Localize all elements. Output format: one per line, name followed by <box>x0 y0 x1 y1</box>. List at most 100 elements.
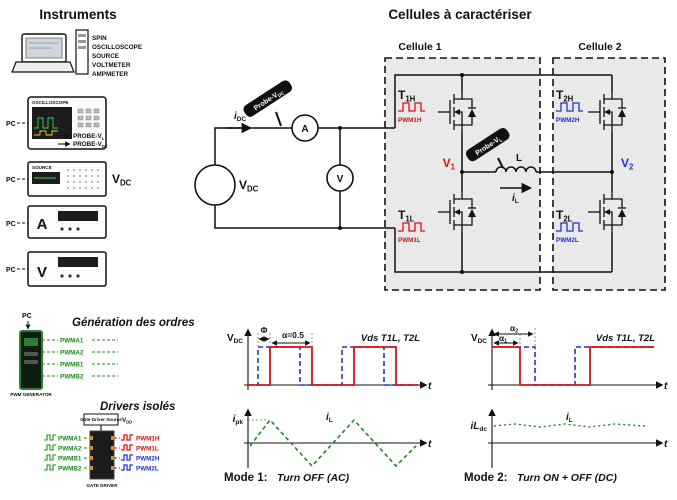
generator-output-1: PWMA2 <box>60 350 84 357</box>
mode2-ildc-label: iLdc <box>471 421 488 433</box>
mode1-caption-text: Turn OFF (AC) <box>277 472 350 484</box>
mode1-t-top: t <box>428 381 432 392</box>
voltmeter-instrument: PC V <box>6 251 107 287</box>
driver-output-red-1: PWM1L <box>136 446 159 453</box>
cells-title: Cellules à caractériser <box>388 7 532 22</box>
instrument-list: SPIN OSCILLOSCOPE SOURCE VOLTMETER AMPME… <box>92 35 142 78</box>
pwm-wave-icon-in1 <box>44 444 56 451</box>
il-label: iL <box>512 193 519 205</box>
pc-list-item-0: SPIN <box>92 35 107 42</box>
pwm2h-wave-icon <box>556 102 583 112</box>
pc-label-scope: PC <box>6 121 16 128</box>
vdd-label: VDD <box>122 417 132 425</box>
mode2-alpha2-label: α2 <box>510 323 518 335</box>
laptop-icon <box>11 33 75 73</box>
source-instrument: PC SOURCE VDC <box>6 161 132 197</box>
ammeter-instrument: PC A <box>6 205 107 239</box>
pc-tower-icon <box>75 29 89 75</box>
mode2-plot: VDC α2 α1 Vds T1L, T2L t iLdc iL t Mode … <box>464 323 668 484</box>
pwm-generation-section: PC Génération des ordres PWM GENERATOR P… <box>10 313 194 397</box>
driver-output-blue-1: PWM2L <box>136 466 159 473</box>
driver-input-0: PWMA1 <box>58 436 82 443</box>
mode2-alpha1-label: α1 <box>499 333 507 345</box>
t2l-label: T2L <box>556 208 573 224</box>
mode2-vds-label: Vds T1L, T2L <box>596 333 655 344</box>
pc-list-item-1: OSCILLOSCOPE <box>92 44 142 51</box>
mode1-il-wave <box>249 418 417 468</box>
pc-label-source: PC <box>6 177 16 184</box>
mode2-blue-wave <box>492 346 654 386</box>
driver-input-3: PWMB2 <box>58 466 82 473</box>
pwm1h-wave-icon <box>398 102 425 112</box>
mode2-il-label: iL <box>566 412 573 424</box>
driver-output-blue-0: PWM2H <box>136 456 160 463</box>
driver-input-2: PWMB1 <box>58 456 82 463</box>
inductor-label: L <box>516 153 522 164</box>
pwm-generator-label: PWM GENERATOR <box>10 392 52 397</box>
pwm2h-label: PWM2H <box>556 117 580 124</box>
gate-driver-source-label: Gate Driver Source <box>80 417 122 422</box>
pwm-wave-icon-in2 <box>44 454 56 461</box>
v1-node-label: V1 <box>443 156 456 172</box>
pwm2l-label: PWM2L <box>556 237 579 244</box>
pwm-wave-icon-in0 <box>44 434 56 441</box>
cell-2-box <box>552 57 666 291</box>
mode2-il-wave <box>493 423 646 428</box>
oscilloscope-label: OSCILLOSCOPE <box>32 100 69 105</box>
v2-node-label: V2 <box>621 156 634 172</box>
probe-vl-tip <box>497 157 504 169</box>
probe-vdc-tag: Probe-VDC <box>243 80 292 117</box>
pwm-wave-icon-in3 <box>44 464 56 471</box>
oscilloscope-instrument: PC OSCILLOSCOPE PROBE-VL PROBE-VDC <box>6 96 108 150</box>
mode1-red-wave <box>248 346 418 386</box>
mode1-phi-label: Φ <box>261 325 268 335</box>
circuit-wires <box>214 73 614 274</box>
voltmeter-display <box>58 257 98 267</box>
pwm-wave-icon-out3 <box>121 464 133 471</box>
pwm2l-wave-icon <box>556 222 583 232</box>
scope-buttons <box>77 108 100 128</box>
pwm-wave-icon-out0 <box>121 434 133 441</box>
t2h-label: T2H <box>556 88 574 104</box>
generator-output-0: PWMA1 <box>60 338 84 345</box>
pwm-wave-icon-out1 <box>121 444 133 451</box>
probe-vdc-tip <box>275 111 282 127</box>
cell-1-label: Cellule 1 <box>398 41 441 53</box>
mode2-t-bottom: t <box>664 439 668 450</box>
ammeter-display <box>58 211 98 221</box>
pc-label-ammeter: PC <box>6 221 16 228</box>
ammeter-symbol-letter: A <box>301 124 308 135</box>
vdc-source-symbol <box>194 164 236 206</box>
probe-vdc-list-label: PROBE-VDC <box>73 141 108 149</box>
source-vents <box>67 169 99 189</box>
ammeter-letter: A <box>37 216 48 233</box>
instruments-title: Instruments <box>39 7 116 22</box>
mode1-vds-label: Vds T1L, T2L <box>361 333 420 344</box>
generation-title: Génération des ordres <box>72 317 195 329</box>
mode2-vdc-label: VDC <box>471 333 487 345</box>
mode1-il-label: iL <box>326 412 333 424</box>
pc-list-item-4: AMPMETER <box>92 71 128 78</box>
voltmeter-symbol <box>326 164 354 192</box>
voltmeter-letter: V <box>37 264 47 281</box>
pc-list-item-2: SOURCE <box>92 53 119 60</box>
gate-driver-label: GATE DRIVER <box>86 483 118 488</box>
mode1-alpha-label: α=0.5 <box>282 330 304 340</box>
mode1-blue-wave <box>248 346 418 386</box>
mode2-caption-text: Turn ON + OFF (DC) <box>517 472 617 484</box>
mode1-plot: VDC Φ α=0.5 Vds T1L, T2L t ipk iL t Mode… <box>224 325 432 484</box>
pwm1h-label: PWM1H <box>398 117 422 124</box>
generator-output-3: PWMB2 <box>60 374 84 381</box>
gate-drivers-section: Drivers isolés Gate Driver Source VDD GA… <box>44 401 175 488</box>
mode1-ipk-label: ipk <box>233 414 244 426</box>
pwm-wave-icon-out2 <box>121 454 133 461</box>
source-name-vdc: VDC <box>112 172 132 188</box>
pc-label-generator: PC <box>22 313 32 320</box>
gate-driver-pins <box>90 436 114 470</box>
driver-input-1: PWMA2 <box>58 446 82 453</box>
mode2-red-wave <box>492 346 654 386</box>
mode2-caption-title: Mode 2: <box>464 472 507 484</box>
t1h-label: T1H <box>398 88 416 104</box>
